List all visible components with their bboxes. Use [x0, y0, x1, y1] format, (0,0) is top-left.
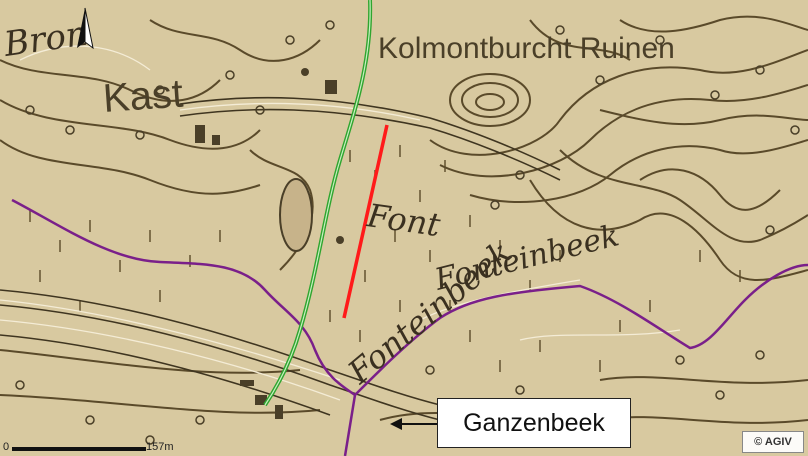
copyright-badge: © AGIV — [742, 431, 804, 453]
scale-start-label: 0 — [3, 441, 10, 453]
green-route — [263, 0, 373, 407]
label-ruins: Kolmontburcht Ruinen — [378, 32, 675, 65]
scale-bar — [12, 447, 146, 451]
pond — [279, 178, 313, 252]
callout-arrow-icon — [390, 418, 437, 430]
label-kast: Kast — [102, 72, 185, 121]
tree-symbols — [15, 20, 800, 445]
callout-label: Ganzenbeek — [437, 398, 631, 448]
buildings — [195, 68, 344, 419]
meadow-hatching — [29, 145, 741, 372]
boundary-lines — [11, 198, 808, 456]
north-arrow-icon — [77, 7, 94, 50]
roads — [0, 96, 561, 421]
scale-end-label: 157m — [146, 441, 174, 453]
roads-light — [0, 45, 681, 401]
red-transect — [342, 124, 389, 319]
